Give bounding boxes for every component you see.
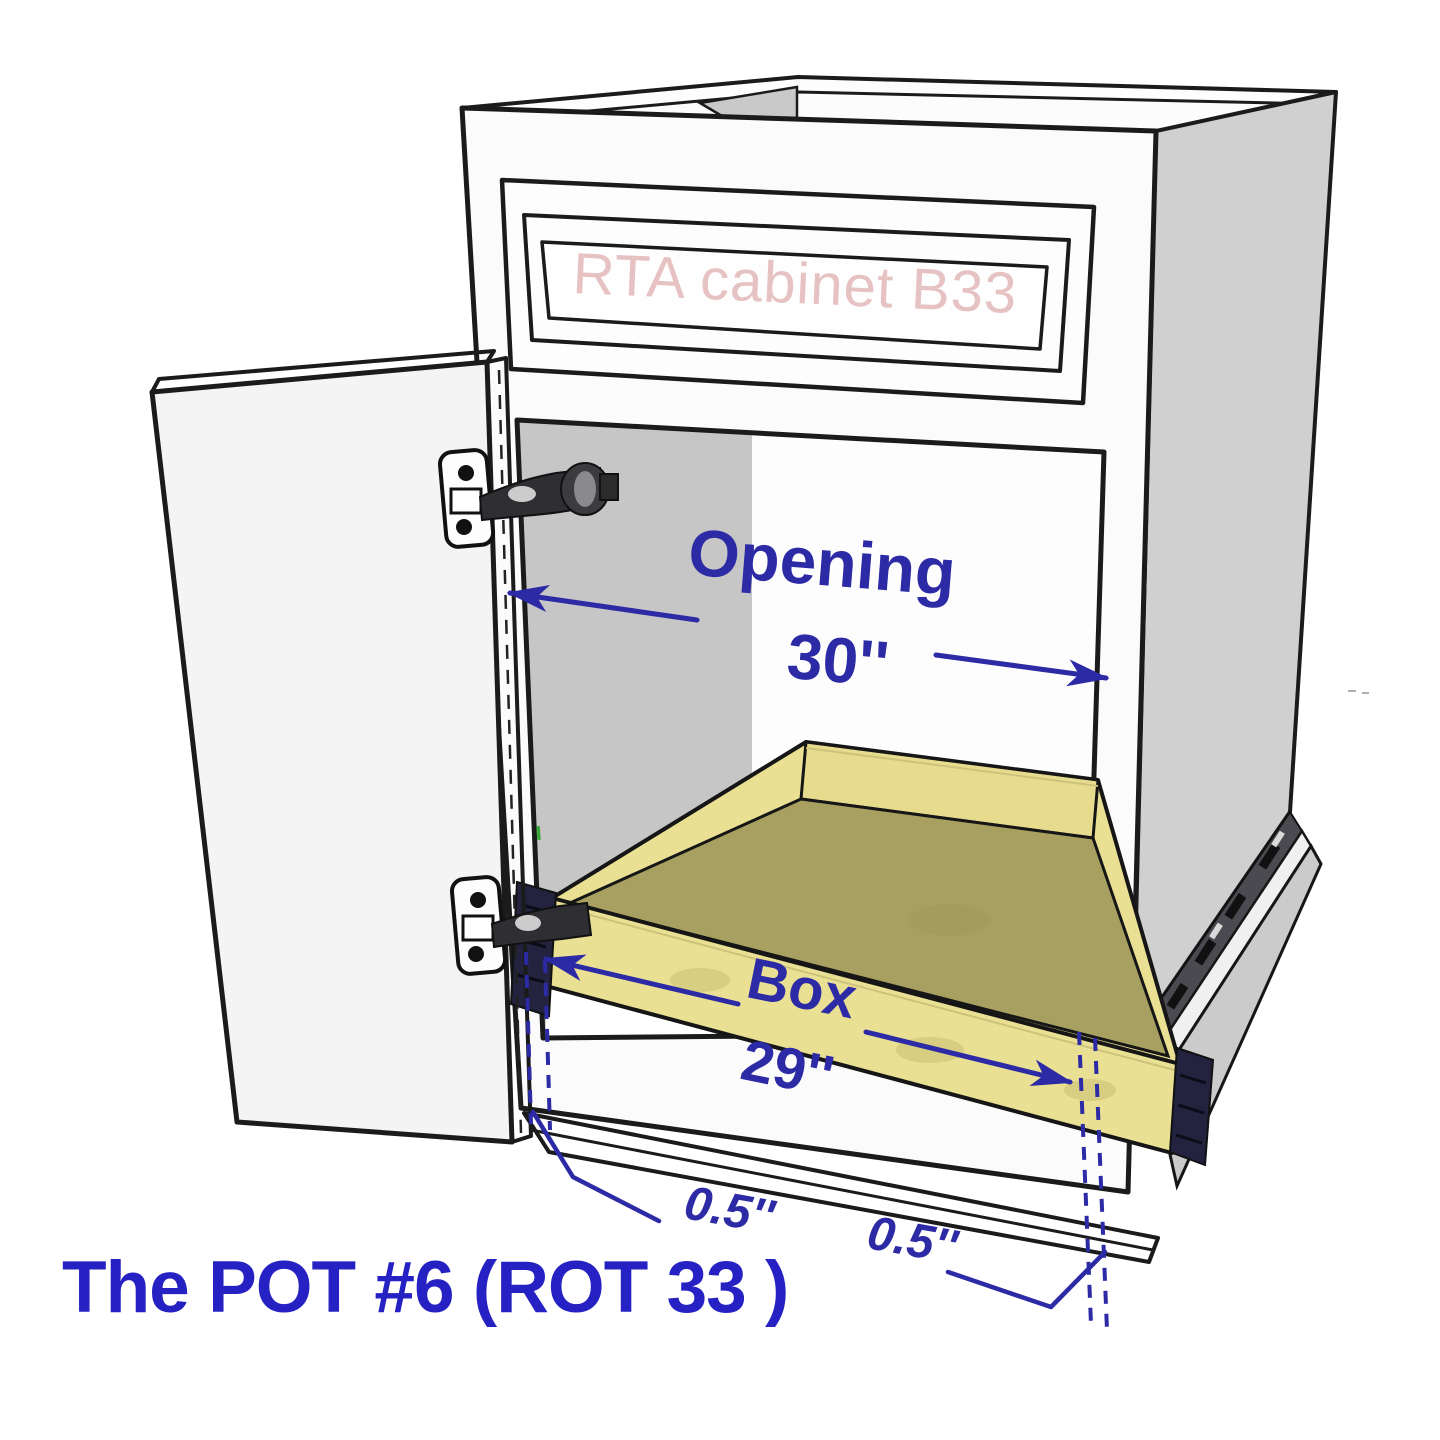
drawer-front: RTA cabinet B33 bbox=[499, 177, 1097, 406]
render-artifact-gray-dashes bbox=[1348, 690, 1369, 694]
diagram-title: The POT #6 (ROT 33 ) bbox=[62, 1247, 788, 1328]
door-hinge-top bbox=[437, 448, 619, 549]
door-panel bbox=[149, 359, 515, 1145]
toe-kick bbox=[522, 1111, 1160, 1264]
dim-right-clearance-value: 0.5'' bbox=[864, 1207, 963, 1275]
dim-opening: Opening 30'' bbox=[506, 515, 1110, 701]
door-hinge-bottom bbox=[449, 875, 593, 976]
box-bottom bbox=[565, 797, 1171, 1059]
dim-opening-value: 30'' bbox=[784, 620, 892, 701]
dim-left-clearance-value: 0.5'' bbox=[681, 1177, 780, 1245]
cabinet-door bbox=[149, 349, 533, 1145]
interior-left-wall bbox=[516, 419, 806, 1040]
box-right-hardware bbox=[1168, 1046, 1215, 1167]
render-artifact-green-tick bbox=[536, 825, 541, 841]
pullout-box bbox=[509, 740, 1215, 1167]
